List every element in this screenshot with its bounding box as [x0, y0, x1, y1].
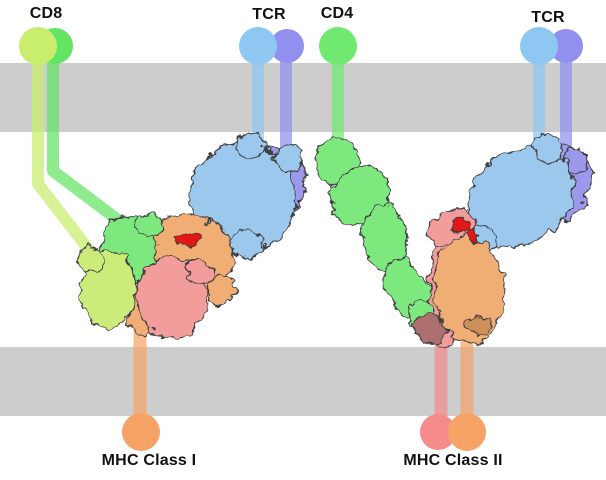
mhc2-alpha-anchor-circle — [448, 413, 486, 451]
tcr-left-alpha-lump — [230, 228, 262, 260]
tcr-left-label: TCR — [252, 6, 286, 23]
mhc1-peptide — [174, 231, 204, 247]
cd4-label: CD4 — [320, 5, 354, 22]
tcr-left-alpha-anchor-circle — [239, 27, 277, 65]
tcr-right-beta-anchor-circle — [549, 29, 583, 63]
tcr-right-alpha-anchor-circle — [520, 27, 558, 65]
cd8-beta-anchor-circle — [19, 27, 57, 65]
mhc-class-1-label: MHC Class I — [101, 452, 197, 469]
membrane-bottom — [0, 347, 606, 416]
tcr-right-label: TCR — [531, 9, 565, 26]
mhc1-b2m-lump — [186, 258, 214, 286]
cd8-label: CD8 — [29, 5, 63, 22]
mhc2-membrane-proximal-domain — [413, 313, 447, 345]
membrane-top — [0, 63, 606, 132]
tcr-right-alpha-lump — [533, 133, 563, 163]
mhc2-peptide-fragment — [466, 230, 480, 242]
tcr-left-alpha-lump — [273, 143, 303, 173]
tcr-left-alpha-lump — [236, 132, 264, 160]
mhc2-beta-anchor-circle — [420, 414, 456, 450]
mhc-class-2-label: MHC Class II — [403, 452, 503, 469]
cd8-beta-lump — [78, 246, 104, 272]
cd8-alpha-lump — [137, 211, 163, 237]
mhc1-heavy-lump — [207, 275, 237, 305]
mhc2-tcr-cd4-complex — [315, 133, 594, 347]
mhc2-alpha-chain — [433, 235, 505, 345]
cd8-beta-stem — [32, 44, 106, 270]
cd8-alpha-stem — [47, 44, 136, 235]
mhc2-peptide — [450, 217, 472, 235]
cd4-anchor-circle — [319, 27, 357, 65]
mhc1-tcr-cd8-complex — [78, 132, 307, 339]
tcr-left-beta-anchor-circle — [270, 29, 304, 63]
mhc1-anchor-circle — [122, 413, 160, 451]
mhc2-alpha-tan-lump — [466, 316, 492, 336]
